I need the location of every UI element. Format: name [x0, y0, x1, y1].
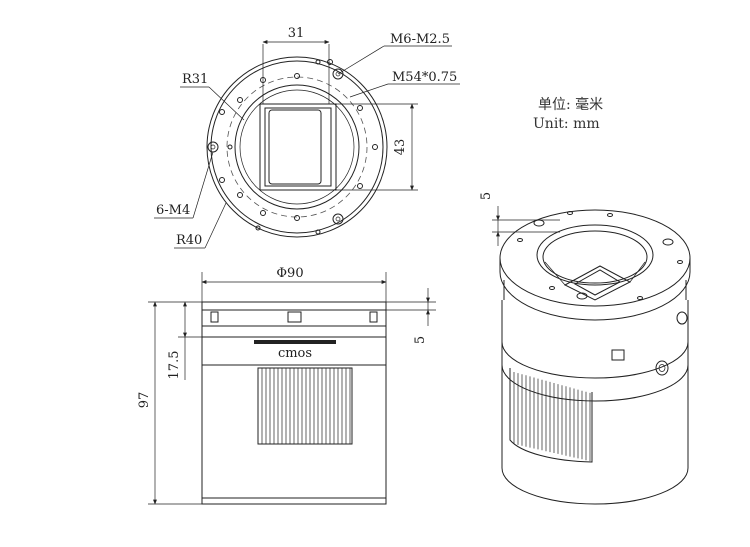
- m54-thread-circle: [234, 84, 360, 210]
- units-note-chinese: 单位: 毫米: [538, 97, 604, 113]
- heatsink-fins: [257, 367, 353, 445]
- diameter-90-label: Φ90: [276, 266, 303, 281]
- dim-97-label: 97: [137, 392, 152, 409]
- thread-m6-label: M6-M2.5: [390, 32, 450, 47]
- side-view: cmos Φ90 97 17.5 5: [137, 266, 436, 505]
- dim-43-label: 43: [393, 139, 408, 156]
- cmos-label: cmos: [278, 346, 312, 361]
- sensor-window: [259, 103, 337, 191]
- dim-17-5-label: 17.5: [167, 351, 182, 380]
- bolt-circle: [226, 76, 368, 218]
- outer-ring-edge: [206, 56, 388, 238]
- radius-r40-label: R40: [176, 233, 202, 248]
- radius-r31-label: R31: [182, 72, 208, 87]
- iso-mount-opening: [536, 224, 654, 286]
- iso-side-hole: [655, 360, 669, 376]
- camera-body-outline: [201, 301, 387, 505]
- cmos-sensor: [268, 109, 322, 185]
- dim-5-side-label: 5: [413, 336, 428, 344]
- isometric-view: 5: [479, 192, 691, 505]
- iso-body: [501, 300, 689, 505]
- holes-6m4-label: 6-M4: [156, 203, 190, 218]
- dim-31-label: 31: [288, 26, 305, 41]
- thread-m54-label: M54*0.75: [392, 70, 457, 85]
- cmos-sensor-bar: [254, 340, 336, 344]
- front-view: 31 M6-M2.5 M54*0.75 43 R31 6-M4 R40: [154, 26, 460, 249]
- units-note-english: Unit: mm: [533, 116, 600, 132]
- dim-5-top-label: 5: [479, 192, 494, 200]
- iso-heatsink: [509, 368, 593, 463]
- mounting-holes: [207, 59, 378, 235]
